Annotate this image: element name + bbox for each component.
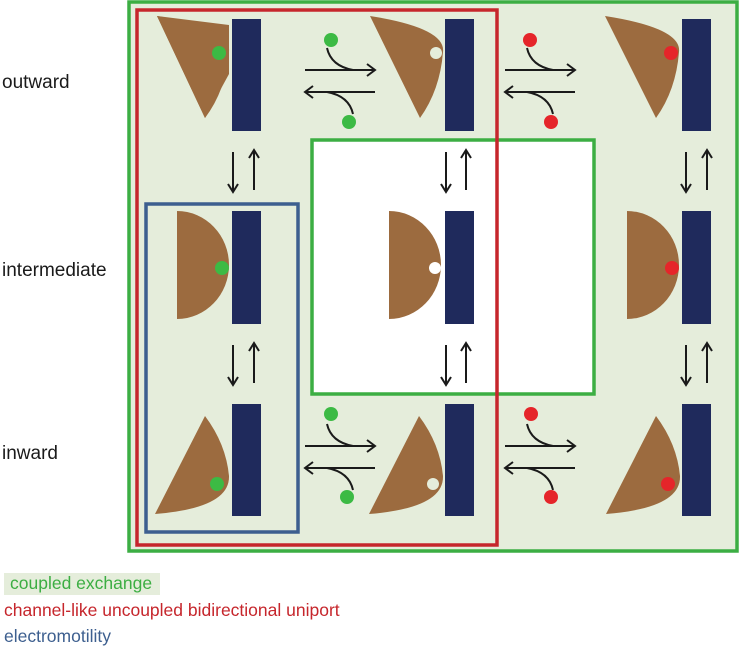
membrane-bar bbox=[232, 211, 261, 324]
state-intermediate-green bbox=[177, 211, 261, 324]
substrate-green bbox=[324, 33, 338, 47]
substrate-red bbox=[661, 477, 675, 491]
substrate-green bbox=[215, 261, 229, 275]
state-inward-empty bbox=[369, 404, 474, 516]
substrate-red bbox=[524, 407, 538, 421]
substrate-red bbox=[544, 115, 558, 129]
uniport-region bbox=[135, 8, 499, 547]
state-inward-red bbox=[606, 404, 711, 516]
membrane-bar bbox=[445, 404, 474, 516]
legend-coupled-exchange: coupled exchange bbox=[4, 573, 161, 595]
row-label-outward: outward bbox=[2, 72, 70, 93]
membrane-bar bbox=[682, 211, 711, 324]
row-label-inward: inward bbox=[2, 443, 58, 464]
substrate-green bbox=[342, 115, 356, 129]
substrate-red bbox=[664, 46, 678, 60]
state-inward-green bbox=[155, 404, 261, 516]
row-label-intermediate: intermediate bbox=[2, 260, 107, 281]
state-outward-empty bbox=[370, 16, 474, 131]
membrane-bar bbox=[232, 404, 261, 516]
membrane-bar bbox=[232, 19, 261, 131]
substrate-red bbox=[665, 261, 679, 275]
substrate-green bbox=[212, 46, 226, 60]
state-outward-red bbox=[605, 16, 711, 131]
legend-electromotility: electromotility bbox=[4, 626, 111, 646]
electromotility-region bbox=[144, 202, 300, 534]
membrane-bar bbox=[682, 19, 711, 131]
state-intermediate-red bbox=[627, 211, 711, 324]
membrane-bar bbox=[682, 404, 711, 516]
substrate-green bbox=[210, 477, 224, 491]
membrane-bar bbox=[445, 19, 474, 131]
legend-uniport: channel-like uncoupled bidirectional uni… bbox=[4, 600, 340, 620]
membrane-bar bbox=[445, 211, 474, 324]
state-outward-green bbox=[157, 16, 261, 131]
substrate-red bbox=[523, 33, 537, 47]
substrate-red bbox=[544, 490, 558, 504]
state-intermediate-empty bbox=[389, 211, 474, 324]
substrate-green bbox=[324, 407, 338, 421]
substrate-green bbox=[340, 490, 354, 504]
